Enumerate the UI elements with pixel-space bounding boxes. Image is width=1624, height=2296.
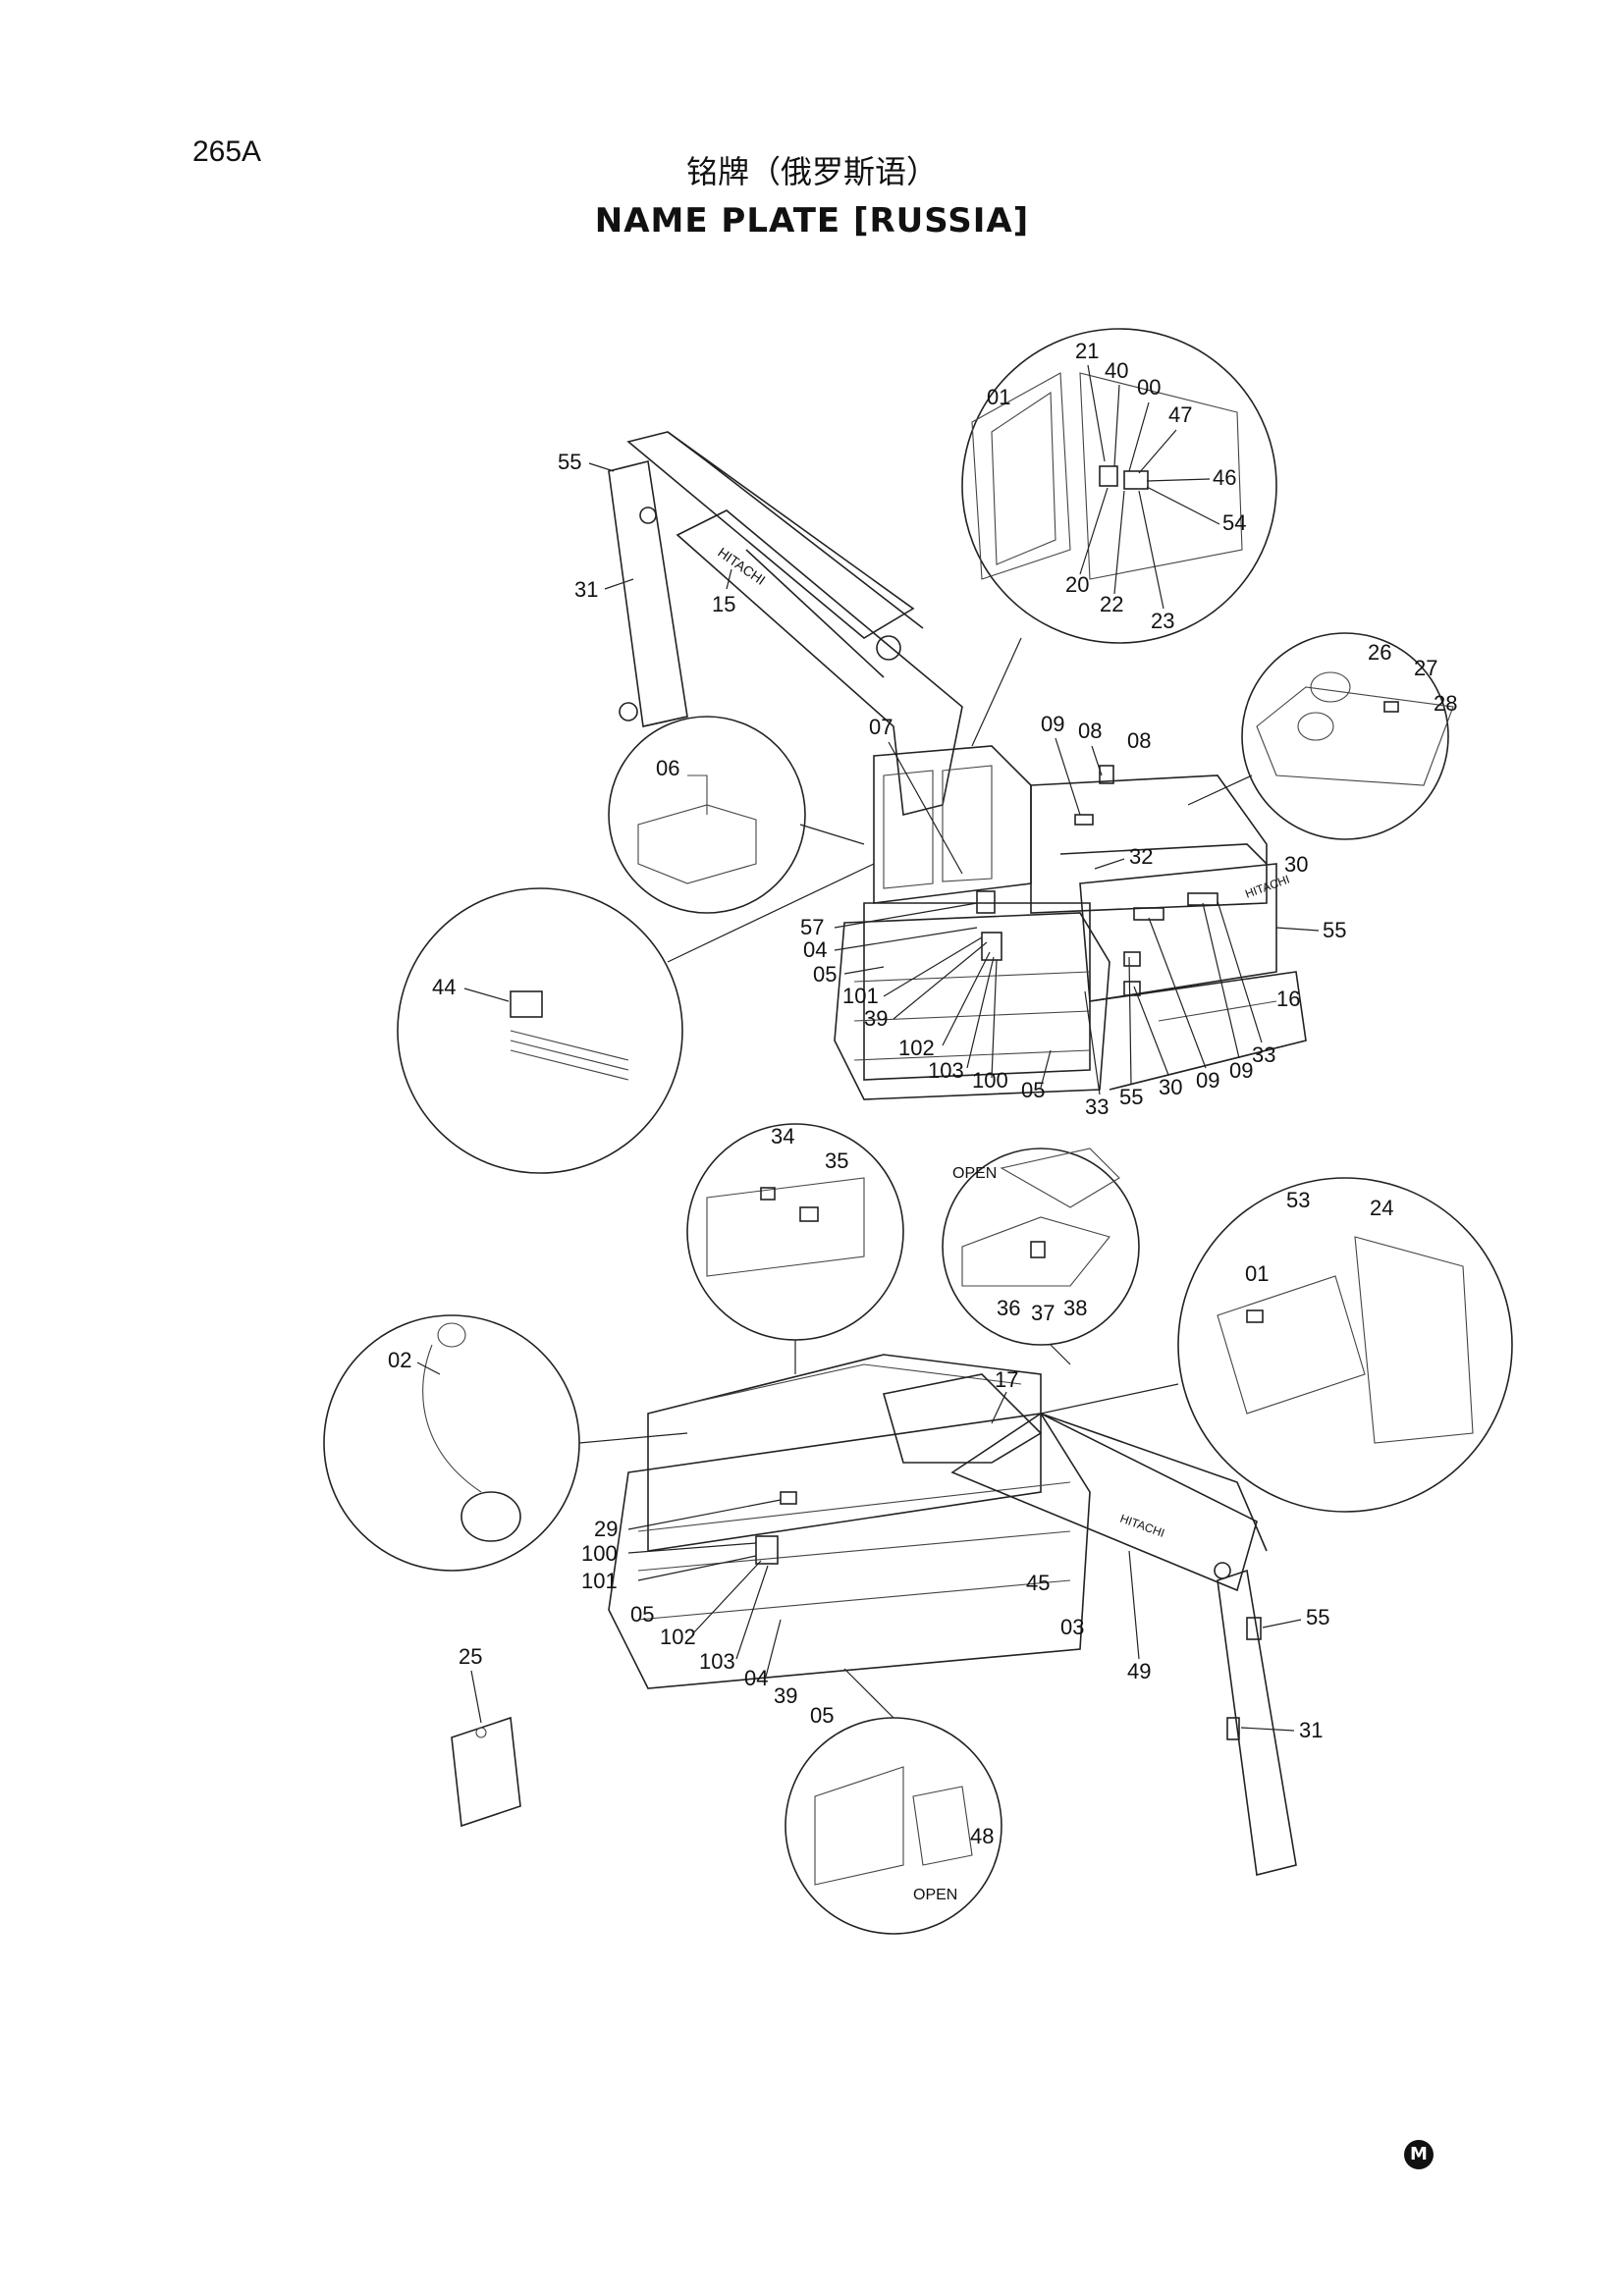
callout-25: 25 <box>459 1644 482 1669</box>
callout-100-b: 100 <box>581 1541 618 1566</box>
callout-47: 47 <box>1168 402 1192 427</box>
callout-55-d: 55 <box>1306 1605 1329 1629</box>
callout-08-b: 08 <box>1127 728 1151 753</box>
callout-09-b: 09 <box>1196 1068 1219 1093</box>
callout-33-b: 33 <box>1252 1042 1275 1067</box>
lower-machine-drawing: HITACHI <box>608 1354 1297 1876</box>
callout-28: 28 <box>1434 691 1457 716</box>
callout-04-b: 04 <box>744 1666 768 1690</box>
callout-101: 101 <box>842 984 879 1008</box>
callout-103: 103 <box>928 1058 964 1083</box>
catalog-mark-icon: M <box>1404 2140 1434 2169</box>
callout-55-c: 55 <box>1119 1085 1143 1109</box>
callout-100: 100 <box>972 1068 1008 1093</box>
callout-21: 21 <box>1075 339 1099 363</box>
callout-33: 33 <box>1085 1095 1109 1119</box>
callout-20: 20 <box>1065 572 1089 597</box>
callout-30: 30 <box>1284 852 1308 877</box>
callout-17: 17 <box>995 1367 1018 1392</box>
callout-03: 03 <box>1060 1615 1084 1639</box>
detail-label-44-circle <box>397 863 875 1174</box>
callout-37: 37 <box>1031 1301 1055 1325</box>
callout-15: 15 <box>712 592 735 616</box>
callout-05-d: 05 <box>810 1703 834 1728</box>
callout-00: 00 <box>1137 375 1161 400</box>
callout-16: 16 <box>1276 987 1300 1011</box>
callout-22: 22 <box>1100 592 1123 616</box>
callout-46: 46 <box>1213 465 1236 490</box>
callout-09-c: 09 <box>1229 1058 1253 1083</box>
callout-35: 35 <box>825 1148 848 1173</box>
detail-cab-side-circle <box>608 716 865 914</box>
detail-open-circle: OPEN <box>942 1148 1140 1365</box>
callout-01-b: 01 <box>1245 1261 1269 1286</box>
callout-48: 48 <box>970 1824 994 1848</box>
callout-32: 32 <box>1129 844 1153 869</box>
detail-cab-door-circle <box>961 328 1277 747</box>
callout-23: 23 <box>1151 609 1174 633</box>
callout-101-b: 101 <box>581 1569 618 1593</box>
callout-07: 07 <box>869 715 893 739</box>
callout-38: 38 <box>1063 1296 1087 1320</box>
callout-53: 53 <box>1286 1188 1310 1212</box>
callout-44: 44 <box>432 975 456 999</box>
page-id: 265A <box>192 135 262 168</box>
callout-55: 55 <box>558 450 581 474</box>
callout-55-b: 55 <box>1323 918 1346 942</box>
callout-34: 34 <box>771 1124 794 1148</box>
callout-45: 45 <box>1026 1571 1050 1595</box>
open-label-upper: OPEN <box>952 1165 997 1182</box>
callout-36: 36 <box>997 1296 1020 1320</box>
callout-39: 39 <box>864 1006 888 1031</box>
callout-103-b: 103 <box>699 1649 735 1674</box>
detail-filter-circle <box>323 1314 688 1572</box>
callout-05-c: 05 <box>630 1602 654 1627</box>
tag-25-drawing <box>451 1716 521 1828</box>
callout-27: 27 <box>1414 656 1437 680</box>
title-chinese: 铭牌（俄罗斯语） <box>685 153 938 190</box>
callout-102-b: 102 <box>660 1625 696 1649</box>
callout-04: 04 <box>803 937 827 962</box>
callout-01: 01 <box>987 385 1010 409</box>
callout-24: 24 <box>1370 1196 1393 1220</box>
callout-06: 06 <box>656 756 679 780</box>
callout-05: 05 <box>813 962 837 987</box>
callout-102: 102 <box>898 1036 935 1060</box>
callout-57: 57 <box>800 915 824 939</box>
open-label-lower: OPEN <box>913 1887 957 1903</box>
callout-09: 09 <box>1041 712 1064 736</box>
callout-54: 54 <box>1222 510 1246 535</box>
detail-hood-circle <box>1187 632 1454 840</box>
hitachi-boom-decal-lower: HITACHI <box>1118 1512 1166 1540</box>
callout-31: 31 <box>574 577 598 602</box>
callout-02: 02 <box>388 1348 411 1372</box>
callout-08: 08 <box>1078 719 1102 743</box>
detail-pedal-circle: OPEN <box>785 1668 1002 1935</box>
callout-29: 29 <box>594 1517 618 1541</box>
upper-machine-drawing: HITACHI HITACHI <box>608 431 1307 1100</box>
callout-26: 26 <box>1368 640 1391 665</box>
detail-battery-circle <box>686 1123 904 1374</box>
callout-05-b: 05 <box>1021 1078 1045 1102</box>
callout-30-b: 30 <box>1159 1075 1182 1099</box>
callout-49: 49 <box>1127 1659 1151 1683</box>
callouts: 55 31 15 01 21 40 00 47 46 54 20 22 23 2… <box>388 339 1457 1848</box>
callout-39-b: 39 <box>774 1683 797 1708</box>
callout-40: 40 <box>1105 358 1128 383</box>
callout-31-b: 31 <box>1299 1718 1323 1742</box>
title-english: NAME PLATE [RUSSIA] <box>594 201 1030 240</box>
detail-seat-circle <box>1040 1177 1513 1513</box>
